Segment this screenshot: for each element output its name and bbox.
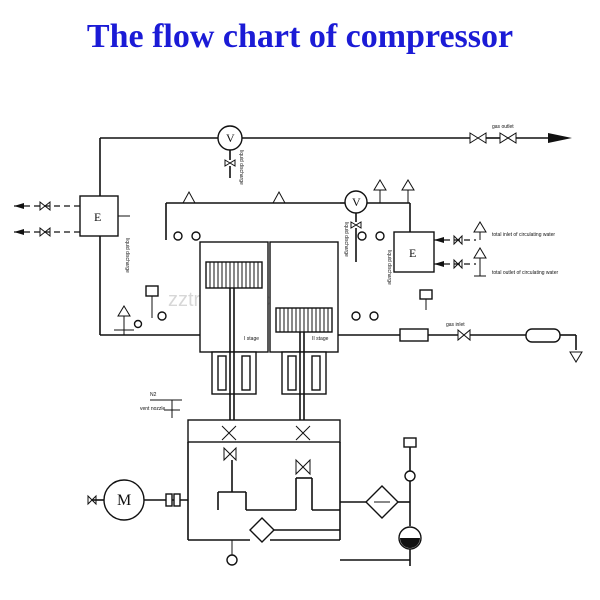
valve-v1: V liquid discharge xyxy=(217,125,244,185)
liquid-discharge-label-3: liquid discharge xyxy=(343,222,349,257)
gas-outlet-line: gas outlet xyxy=(100,124,572,144)
gas-outlet-valve-2 xyxy=(499,132,517,144)
water-inlet-label: total inlet of circulating water xyxy=(492,232,555,238)
cylinder-stage-2: II stage xyxy=(269,241,339,420)
stage-1-label: I stage xyxy=(244,336,259,342)
valve-v2: V liquid discharge xyxy=(343,190,368,262)
cooler-e-right: E total inlet of circulating water total… xyxy=(357,221,558,285)
gas-inlet-buffer xyxy=(525,328,561,343)
svg-text:V: V xyxy=(352,195,361,209)
interstage-header xyxy=(165,179,415,240)
vent-nozzle: N2 vent nozzle xyxy=(140,392,182,418)
gas-inlet-label: gas inlet xyxy=(446,322,465,328)
liquid-discharge-label-4: liquid discharge xyxy=(386,250,392,285)
motor: M xyxy=(87,479,188,521)
liquid-discharge-label-1: liquid discharge xyxy=(238,150,244,185)
crankcase xyxy=(187,419,341,541)
lower-manifold: gas inlet xyxy=(100,322,583,363)
left-instruments xyxy=(114,231,201,335)
gas-inlet-valve xyxy=(457,328,471,342)
gas-outlet-valve-1 xyxy=(469,132,487,144)
outlet-arrow xyxy=(548,133,572,143)
cooler-e-left: E liquid discharge xyxy=(14,195,130,273)
svg-text:vent nozzle: vent nozzle xyxy=(140,406,166,412)
gas-inlet-filter xyxy=(399,328,429,342)
svg-text:M: M xyxy=(117,492,131,509)
liquid-discharge-label-2: liquid discharge xyxy=(124,238,130,273)
gas-outlet-label: gas outlet xyxy=(492,124,514,130)
right-instruments xyxy=(351,289,433,321)
oil-system xyxy=(226,437,422,566)
svg-text:V: V xyxy=(226,131,235,145)
cylinder-stage-1: I stage xyxy=(199,241,269,420)
svg-text:E: E xyxy=(94,210,101,224)
svg-text:N2: N2 xyxy=(150,392,157,398)
svg-text:E: E xyxy=(409,246,416,260)
oil-filter-small xyxy=(249,517,275,543)
stage-2-label: II stage xyxy=(312,336,329,342)
diagram-title: The flow chart of compressor xyxy=(86,18,514,55)
water-outlet-label: total outlet of circulating water xyxy=(492,270,558,276)
